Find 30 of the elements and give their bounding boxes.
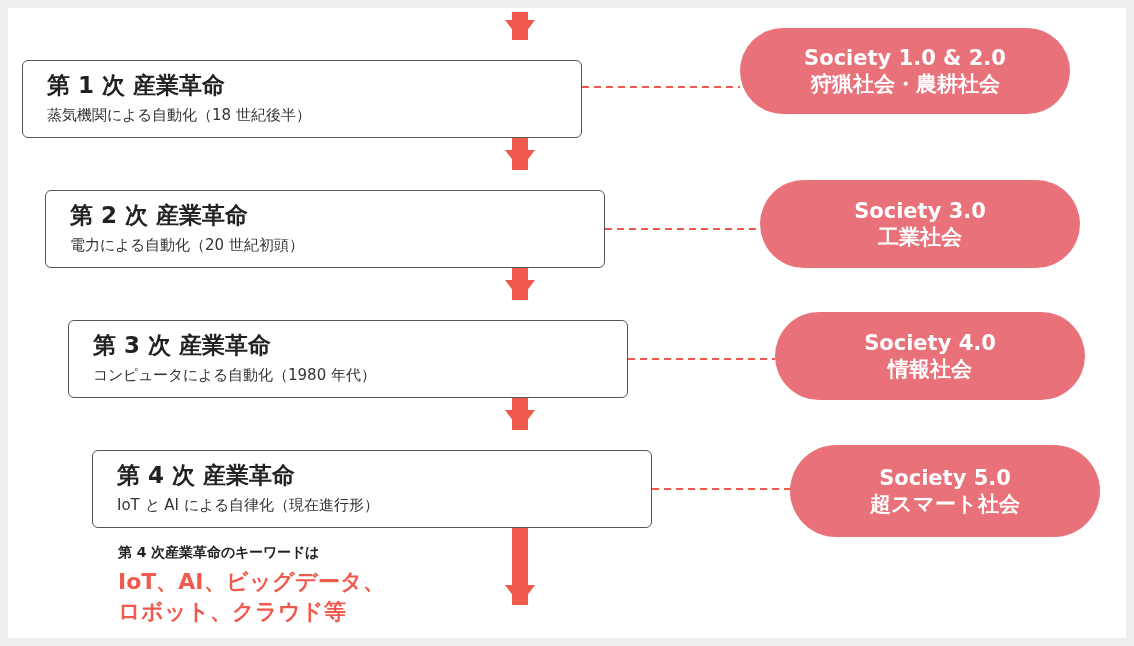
society-type: 工業社会 (878, 224, 962, 251)
society-type: 超スマート社会 (870, 491, 1020, 518)
era-box (45, 190, 605, 268)
era-description: コンピュータによる自動化（1980 年代） (93, 365, 377, 387)
society-type: 狩猟社会・農耕社会 (810, 71, 1000, 98)
down-arrow (505, 268, 535, 300)
era-box (22, 60, 582, 138)
dashed-connector (651, 488, 791, 490)
keyword-list: IoT、AI、ビッグデータ、ロボット、クラウド等 (118, 567, 406, 628)
era-description: 蒸気機関による自動化（18 世紀後半） (47, 105, 312, 127)
society-name: Society 3.0 (854, 197, 986, 224)
dashed-connector (627, 358, 776, 360)
society-name: Society 1.0 & 2.0 (804, 44, 1006, 71)
society-type: 情報社会 (888, 356, 972, 383)
era-title: 第 4 次 産業革命 (117, 461, 297, 491)
era-title: 第 1 次 産業革命 (47, 71, 227, 101)
society-name: Society 5.0 (879, 464, 1011, 491)
down-arrow (505, 12, 535, 40)
down-arrow (505, 138, 535, 170)
era-title: 第 3 次 産業革命 (93, 331, 273, 361)
society-name: Society 4.0 (864, 329, 996, 356)
era-box (68, 320, 628, 398)
down-arrow (505, 528, 535, 605)
era-description: IoT と AI による自律化（現在進行形） (117, 495, 380, 517)
era-description: 電力による自動化（20 世紀初頭） (70, 235, 305, 257)
dashed-connector (581, 86, 741, 88)
down-arrow (505, 398, 535, 430)
era-box (92, 450, 652, 528)
era-title: 第 2 次 産業革命 (70, 201, 250, 231)
keyword-heading: 第 4 次産業革命のキーワードは (118, 543, 321, 562)
